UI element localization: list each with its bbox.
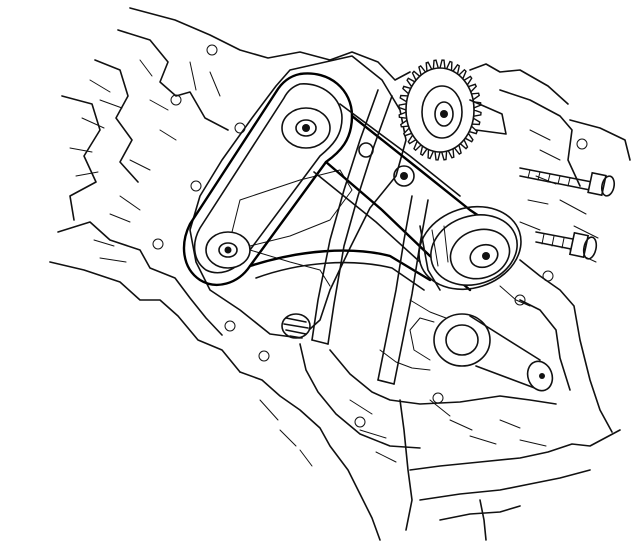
crank-pulley: [418, 205, 522, 291]
bolt-lower: [535, 231, 598, 260]
lower-housing: [299, 285, 557, 449]
lower-pulley: [205, 231, 251, 269]
engine-block: [49, 7, 631, 541]
guide-rails: [311, 89, 429, 385]
bolt-upper: [519, 167, 616, 197]
cam-sprocket: [398, 59, 507, 161]
belt-cover-plate: [189, 55, 407, 339]
tensioner-spring: [281, 313, 311, 339]
crankshaft: [409, 313, 554, 392]
upper-pulley: [281, 107, 331, 149]
